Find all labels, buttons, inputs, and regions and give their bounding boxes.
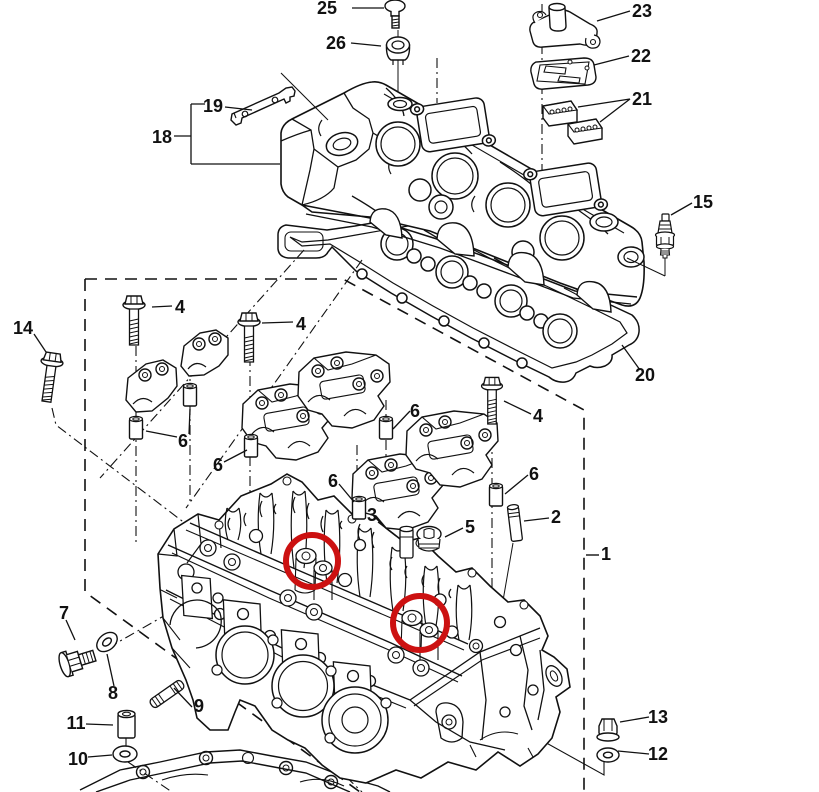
svg-text:7: 7 (59, 603, 69, 623)
svg-text:10: 10 (68, 749, 88, 769)
svg-text:13: 13 (648, 707, 668, 727)
svg-text:18: 18 (152, 127, 172, 147)
svg-text:3: 3 (367, 505, 377, 525)
svg-text:6: 6 (178, 431, 188, 451)
svg-text:22: 22 (631, 46, 651, 66)
svg-text:26: 26 (326, 33, 346, 53)
svg-text:25: 25 (317, 0, 337, 18)
svg-text:21: 21 (632, 89, 652, 109)
svg-text:6: 6 (213, 455, 223, 475)
svg-text:1: 1 (601, 544, 611, 564)
svg-text:2: 2 (551, 507, 561, 527)
svg-text:23: 23 (632, 1, 652, 21)
svg-text:4: 4 (533, 406, 543, 426)
svg-text:6: 6 (529, 464, 539, 484)
svg-text:9: 9 (194, 696, 204, 716)
svg-text:8: 8 (108, 683, 118, 703)
svg-text:12: 12 (648, 744, 668, 764)
svg-text:11: 11 (66, 713, 85, 733)
svg-text:15: 15 (693, 192, 713, 212)
svg-text:6: 6 (328, 471, 338, 491)
svg-text:6: 6 (410, 401, 420, 421)
svg-text:4: 4 (296, 314, 306, 334)
svg-text:19: 19 (203, 96, 223, 116)
svg-text:20: 20 (635, 365, 655, 385)
svg-text:4: 4 (175, 297, 185, 317)
svg-text:14: 14 (13, 318, 33, 338)
svg-text:5: 5 (465, 517, 475, 537)
